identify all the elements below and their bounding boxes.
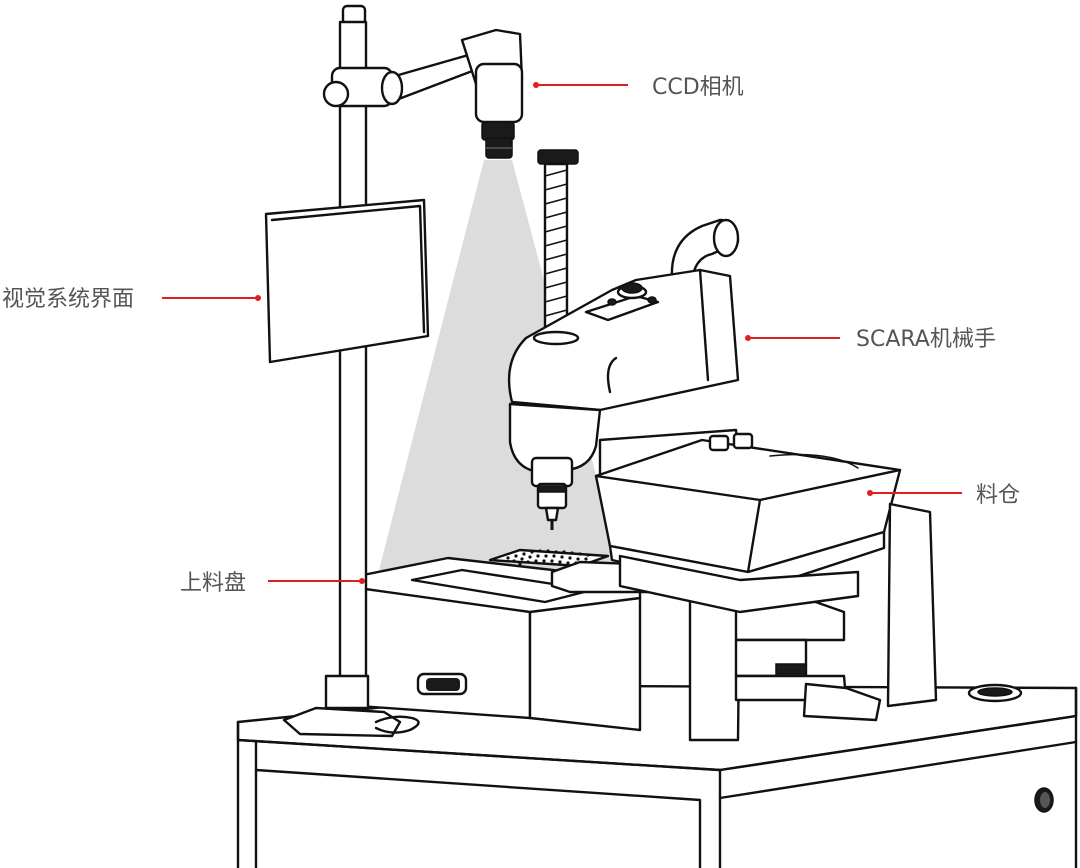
- label-scara-robot: SCARA机械手: [856, 327, 996, 352]
- screw-thread: [544, 169, 568, 317]
- leader-line-loading-tray: [268, 578, 365, 584]
- ccd-camera-body: [460, 28, 524, 159]
- leader-line-ccd-camera: [533, 82, 628, 88]
- leader-line-vision-interface: [162, 295, 261, 301]
- vision-system-monitor: [264, 198, 430, 364]
- label-ccd-camera: CCD相机: [652, 75, 744, 100]
- label-vision-interface: 视觉系统界面: [2, 287, 134, 312]
- tray-holes: [506, 549, 590, 566]
- feeder-bin: [594, 432, 938, 708]
- leader-line-feeder-bin: [867, 490, 962, 496]
- label-feeder-bin: 料仓: [976, 483, 1020, 508]
- label-loading-tray: 上料盘: [180, 571, 246, 596]
- leader-line-scara-robot: [745, 335, 840, 341]
- scara-robot: [507, 149, 882, 742]
